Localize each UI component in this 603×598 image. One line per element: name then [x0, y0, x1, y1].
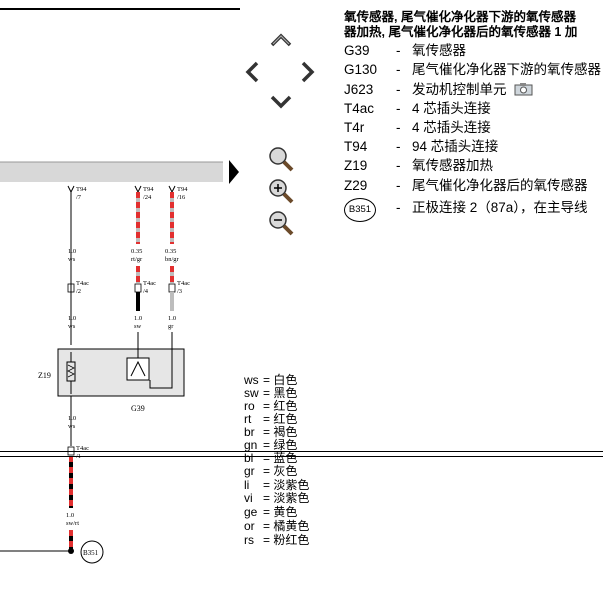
wire-label-mid-3: 1.0 gr	[168, 315, 176, 330]
wire-label-mid-1: 1.0 ws	[68, 315, 76, 330]
color-code-bl: bl= 蓝色	[244, 451, 298, 465]
svg-text:T94: T94	[76, 186, 87, 193]
legend-item-g130: G130-尾气催化净化器下游的氧传感器	[344, 62, 601, 77]
color-code-gr: gr= 灰色	[244, 464, 298, 478]
legend-item-z19: Z19-氧传感器加热	[344, 158, 493, 173]
pan-right-icon[interactable]	[300, 61, 316, 83]
color-code-sw: sw= 黑色	[244, 386, 298, 400]
legend-item-g39: G39-氧传感器	[344, 43, 466, 58]
color-code-ws: ws= 白色	[244, 373, 298, 387]
b351-label: B351	[83, 549, 99, 557]
svg-text:1.0: 1.0	[68, 415, 76, 422]
svg-text:/16: /16	[177, 194, 186, 201]
svg-text:1.0: 1.0	[68, 248, 76, 255]
legend-item-j623: J623-发动机控制单元	[344, 81, 533, 99]
svg-text:T4ac: T4ac	[76, 280, 89, 287]
svg-text:0.35: 0.35	[131, 248, 142, 255]
camera-icon[interactable]	[514, 82, 533, 96]
color-code-vi: vi= 淡紫色	[244, 491, 310, 505]
zoom-in-icon[interactable]	[268, 178, 294, 204]
svg-text:/7: /7	[76, 194, 82, 201]
color-code-ro: ro= 红色	[244, 399, 298, 413]
heater-label: Z19	[38, 371, 51, 380]
svg-text:1.0: 1.0	[168, 315, 176, 322]
separator-line	[0, 451, 603, 457]
svg-text:ws: ws	[68, 323, 76, 330]
svg-text:1.0: 1.0	[134, 315, 142, 322]
grey-bus-bar	[0, 162, 223, 182]
zoom-fit-icon[interactable]	[268, 146, 294, 172]
svg-text:T4ac: T4ac	[143, 280, 156, 287]
svg-text:T94: T94	[143, 186, 154, 193]
sensor-housing	[57, 348, 185, 397]
svg-text:sw: sw	[134, 323, 142, 330]
legend-item-t94: T94-94 芯插头连接	[344, 139, 499, 154]
pan-down-icon[interactable]	[270, 94, 292, 110]
color-code-gn: gn= 绿色	[244, 438, 298, 452]
legend-item-t4r: T4r-4 芯插头连接	[344, 120, 491, 135]
svg-text:T4ac: T4ac	[76, 445, 89, 452]
svg-text:T4ac: T4ac	[177, 280, 190, 287]
pan-up-icon[interactable]	[270, 32, 292, 48]
legend-item-z29: Z29-尾气催化净化器后的氧传感器	[344, 178, 588, 193]
svg-text:ws: ws	[68, 256, 76, 263]
sensor-element	[126, 349, 173, 389]
svg-text:1.0: 1.0	[68, 315, 76, 322]
color-code-ge: ge= 黄色	[244, 505, 298, 519]
junction-dot	[68, 548, 74, 554]
legend-item-t4ac: T4ac-4 芯插头连接	[344, 101, 491, 116]
pan-left-icon[interactable]	[244, 61, 260, 83]
svg-text:0.35: 0.35	[165, 248, 176, 255]
svg-text:bn/gr: bn/gr	[165, 256, 180, 263]
svg-text:ws: ws	[68, 423, 76, 430]
svg-text:/4: /4	[143, 288, 149, 295]
color-code-li: li= 淡紫色	[244, 478, 310, 492]
zoom-out-icon[interactable]	[268, 210, 294, 236]
svg-text:/3: /3	[177, 288, 182, 295]
heater-element	[66, 352, 76, 394]
color-code-rt: rt= 红色	[244, 412, 298, 426]
legend-item-b351: B351 -正极连接 2（87a），在主导线	[344, 196, 588, 222]
color-code-or: or= 橘黄色	[244, 519, 310, 533]
wire-label-bottom: 1.0 sw/rt	[66, 512, 79, 527]
svg-text:T94: T94	[177, 186, 188, 193]
svg-text:/24: /24	[143, 194, 152, 201]
svg-text:sw/rt: sw/rt	[66, 520, 79, 527]
wire-label-mid-2: 1.0 sw	[134, 315, 142, 330]
svg-text:rt/gr: rt/gr	[131, 256, 143, 263]
svg-text:1.0: 1.0	[66, 512, 74, 519]
color-code-br: br= 褐色	[244, 425, 298, 439]
b351-circle	[80, 540, 104, 564]
wire-label-top-2: 0.35 rt/gr	[131, 248, 143, 263]
b351-badge: B351	[344, 198, 376, 222]
color-code-rs: rs= 粉红色	[244, 533, 310, 547]
sensor-label: G39	[131, 404, 145, 413]
wire-label-top-1: 1.0 ws	[68, 248, 76, 263]
svg-text:gr: gr	[168, 323, 174, 330]
wire-label-top-3: 0.35 bn/gr	[165, 248, 180, 263]
wiring-diagram: T94 /7 T94 /24 T94 /16 1.0 ws 0.35 rt/gr…	[0, 8, 240, 564]
legend-title: 氧传感器, 尾气催化净化器下游的氧传感器 器加热, 尾气催化净化器后的氧传感器 …	[344, 10, 578, 39]
collapse-arrow-icon[interactable]	[228, 160, 240, 184]
wire-label-lower: 1.0 ws	[68, 415, 76, 430]
svg-text:/2: /2	[76, 288, 81, 295]
connector-t4ac-2: T4ac /2	[67, 280, 89, 295]
